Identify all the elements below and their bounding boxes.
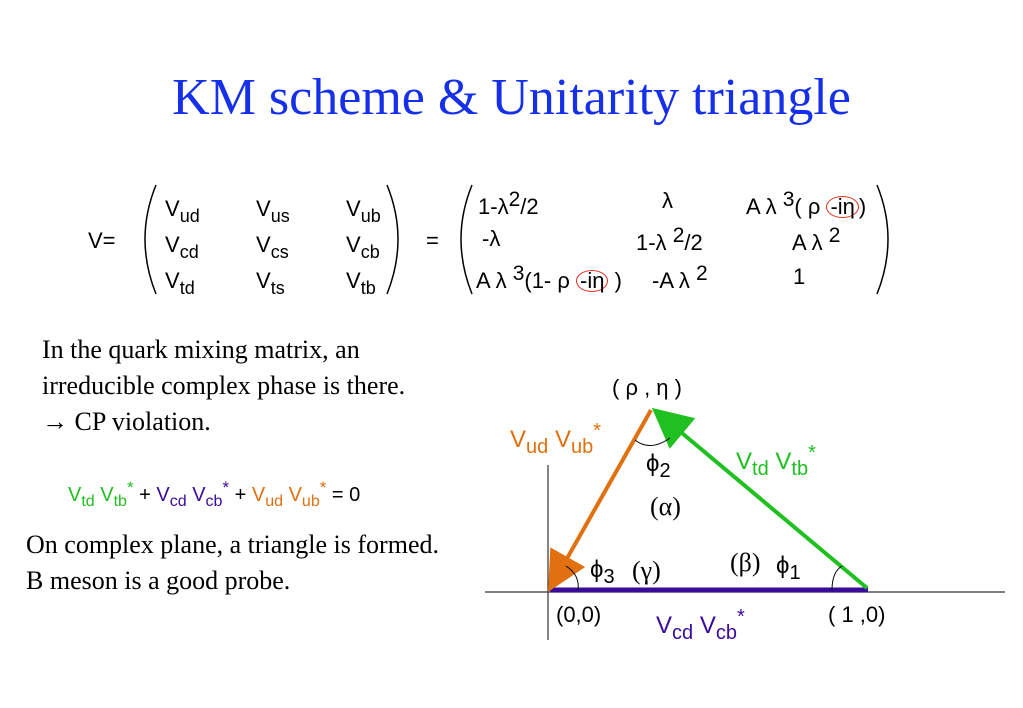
term-td-tb: Vtd Vtb* [68, 478, 134, 510]
side-vtd-vtb [651, 407, 869, 590]
text-line-1: In the quark mixing matrix, an [42, 335, 360, 364]
angle-alpha: (α) [650, 492, 681, 521]
unit-label: ( 1 ,0) [828, 602, 886, 627]
ckm-vtd: Vtd [165, 268, 195, 298]
wolf-r1c2: λ [662, 188, 673, 213]
origin-label: (0,0) [556, 602, 602, 627]
side-vud-vub [548, 409, 653, 592]
ckm-vud: Vud [165, 196, 200, 226]
ckm-vts: Vts [256, 268, 285, 298]
arc-phi2 [634, 437, 671, 446]
text-line-4: On complex plane, a triangle is formed. [26, 530, 439, 559]
label-vcd-vcb: Vcd Vcb* [656, 606, 745, 644]
wolf-r3c1: A λ 3(1- ρ -iη ) [476, 262, 622, 293]
wolf-r2c2: 1-λ 2/2 [636, 224, 703, 255]
matrix-lhs: V= [88, 228, 116, 253]
ckm-right-paren [386, 184, 399, 295]
wolf-r3c2: -A λ 2 [652, 262, 708, 293]
label-vtd-vtb: Vtd Vtb* [736, 442, 816, 480]
text-line-5: B meson is a good probe. [26, 566, 291, 595]
wolf-r1c3: A λ 3( ρ -iη) [746, 188, 867, 219]
wolf-r3c3: 1 [793, 264, 806, 289]
phase-highlight-circle: -iη [576, 270, 609, 292]
wolf-r1c1: 1-λ2/2 [478, 188, 539, 219]
ckm-vcd: Vcd [165, 232, 199, 262]
matrix-equals: = [426, 228, 439, 253]
text-line-3: → CP violation. [42, 407, 211, 436]
ckm-vus: Vus [256, 196, 290, 226]
term-ud-ub: Vud Vub* [251, 478, 327, 510]
angle-gamma: (γ) [632, 556, 661, 585]
arc-phi3 [565, 565, 579, 591]
unitarity-relation: Vtd Vtb* + Vcd Vcb* + Vud Vub* = 0 [68, 478, 361, 510]
apex-label: ( ρ , η ) [612, 375, 682, 400]
slide-title: KM scheme & Unitarity triangle [172, 69, 851, 126]
text-line-2: irreducible complex phase is there. [42, 371, 406, 400]
term-cd-cb: Vcd Vcb* [156, 478, 230, 510]
wolf-right-paren [876, 184, 889, 295]
ckm-vtb: Vtb [346, 268, 376, 298]
wolf-r2c1: -λ [482, 226, 501, 251]
angle-phi2: ϕ2 [646, 450, 671, 482]
ckm-vub: Vub [346, 196, 381, 226]
ckm-left-paren [144, 184, 157, 295]
wolf-left-paren [460, 184, 473, 295]
angle-phi3: ϕ3 [590, 556, 615, 588]
arc-phi1 [831, 565, 843, 591]
phase-highlight-circle: -iη [826, 196, 859, 218]
ckm-vcs: Vcs [256, 232, 289, 262]
angle-phi1: ϕ1 [776, 552, 801, 584]
label-vud-vub: Vud Vub* [510, 420, 601, 458]
angle-beta: (β) [730, 548, 761, 577]
ckm-vcb: Vcb [346, 232, 380, 262]
wolf-r2c3: A λ 2 [792, 224, 841, 255]
